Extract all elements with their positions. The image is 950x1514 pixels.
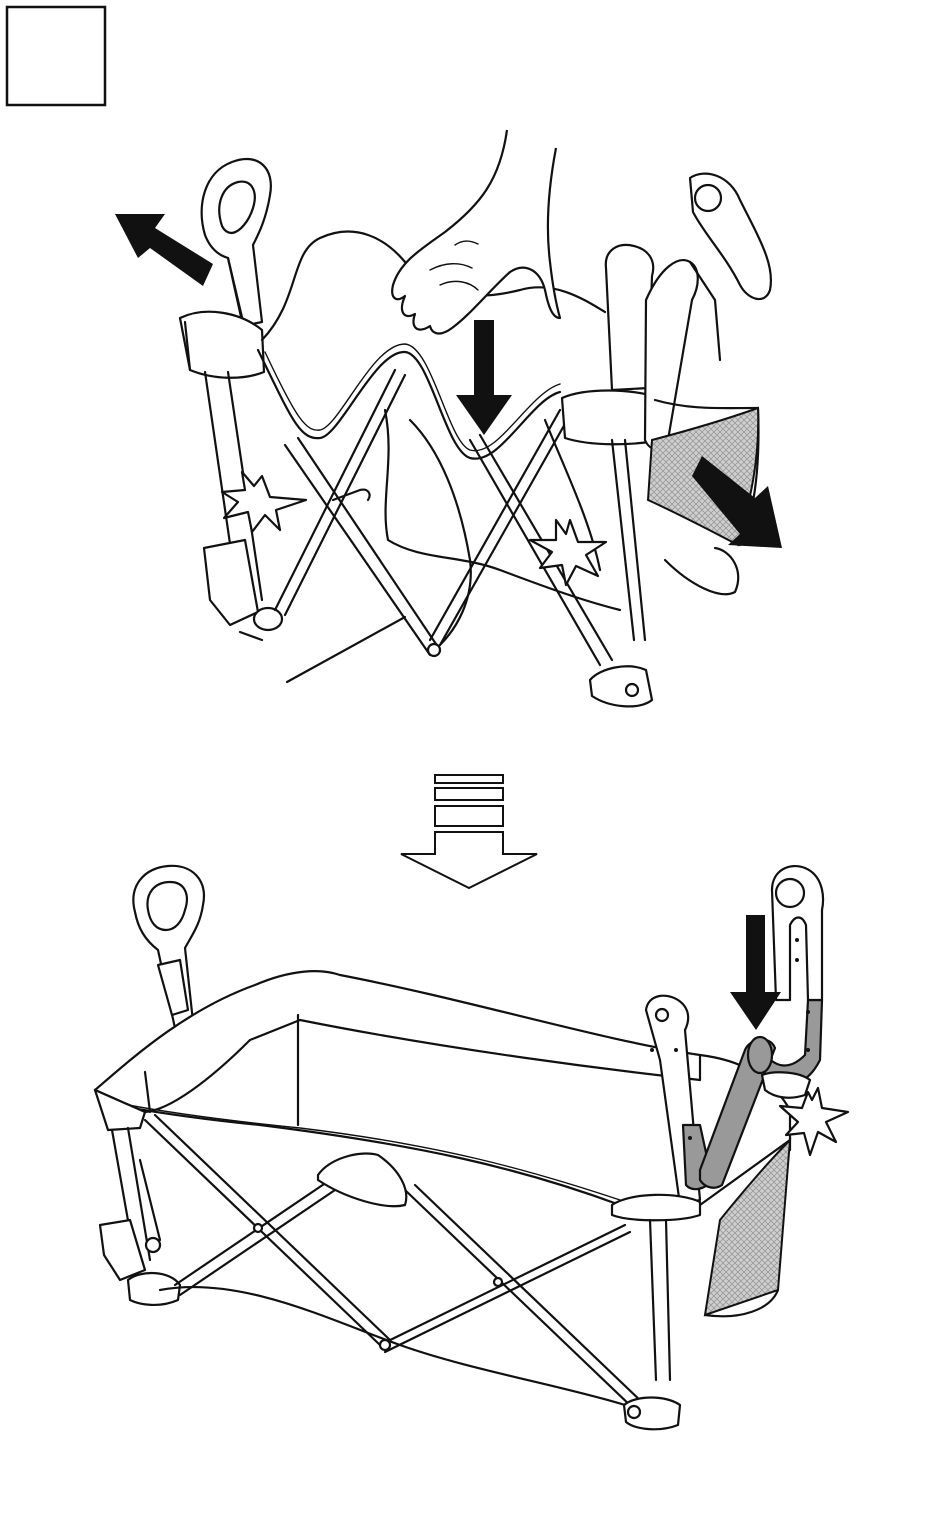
x-frame [275, 370, 612, 665]
left-handle [202, 159, 271, 330]
push-down-arrow-icon [456, 320, 512, 435]
hand-illustration [392, 130, 560, 334]
bottom-figure [95, 866, 848, 1429]
x-frame [145, 1115, 645, 1410]
step-number-box [7, 7, 105, 105]
leader-line [287, 617, 405, 682]
pull-left-arrow-icon [115, 214, 213, 286]
left-corner [95, 1090, 180, 1305]
left-top-corner [180, 312, 264, 378]
click-star-icon [222, 472, 306, 532]
top-figure [115, 130, 782, 706]
down-transition-arrow-icon [401, 775, 537, 888]
click-star-icon [530, 520, 606, 585]
